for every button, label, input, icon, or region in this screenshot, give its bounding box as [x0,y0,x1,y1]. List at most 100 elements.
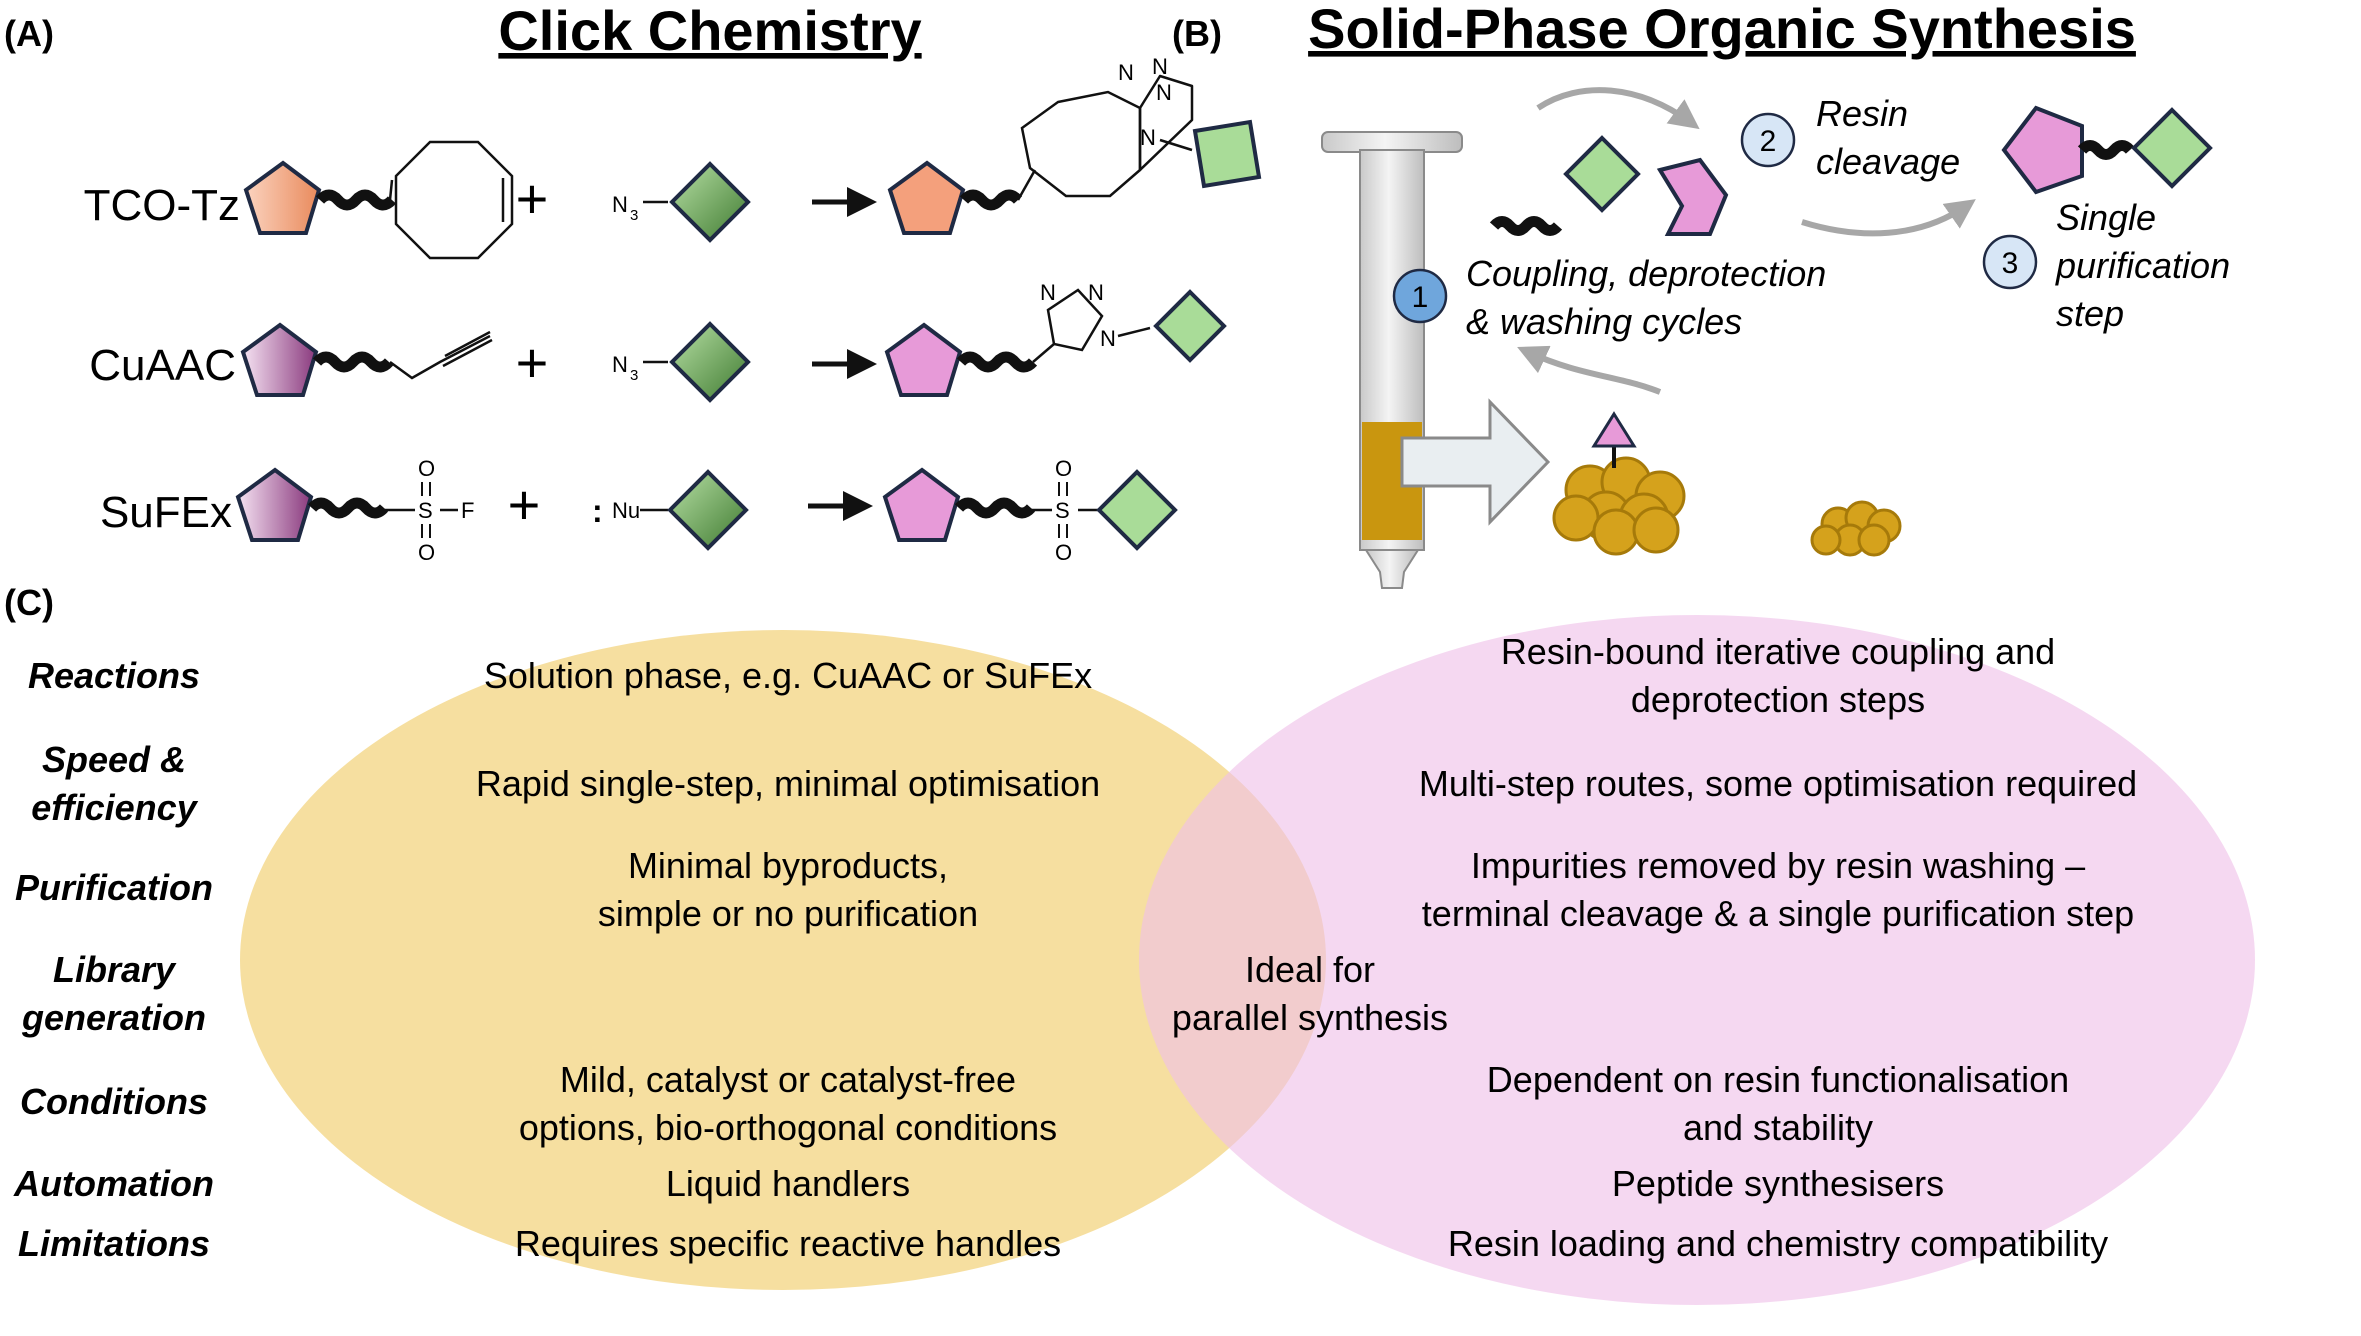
spos-schematic: 1 Coupling, deprotection & washing cycle… [1321,87,2230,589]
cycle-arrow-top [1536,87,1700,130]
triazole-n-atom: N [1088,280,1104,305]
bond-line [1117,326,1151,338]
right-limitations: Resin loading and chemistry compatibilit… [1448,1223,2108,1264]
linker-squiggle-icon [312,351,394,373]
step-badge-3 [1982,234,2038,290]
linker-squiggle-icon [954,497,1036,519]
linker-squiggle-icon [307,497,389,519]
right-reactions: Resin-bound iterative coupling and [1501,631,2055,672]
linker-squiggle-icon [2077,140,2135,160]
row-label-library: Library [53,949,177,990]
sulfonyl-o-atom: O [1055,540,1072,565]
triazole-n-atom: N [1140,125,1156,150]
comparison-table: Reactions Speed & efficiency Purificatio… [13,631,2137,1264]
row-label-reactions: Reactions [28,655,200,696]
triazole-n-atom: N [1118,60,1134,85]
alkyne-chain-icon [389,334,491,380]
venn-right-ellipse [1139,615,2255,1305]
row-label-speed: Speed & [42,739,186,780]
fluoride-f-atom: F [461,498,474,523]
left-conditions: options, bio-orthogonal conditions [519,1107,1057,1148]
step-badge-2 [1740,112,1796,168]
venn-diagram [240,615,2255,1305]
triangle-pink-icon [1591,411,1637,448]
sulfonyl-s-atom: S [418,498,433,523]
pentagon-purple-icon [235,467,314,542]
right-conditions: and stability [1683,1107,1873,1148]
step-3-line-3: step [2056,293,2124,334]
diamond-green-icon [2131,107,2213,189]
step-badge-1 [1392,268,1448,324]
sulfonyl-o-atom: O [418,540,435,565]
left-limitations: Requires specific reactive handles [515,1223,1061,1264]
right-automation: Peptide synthesisers [1612,1163,1944,1204]
cycle-arrow-bottom [1517,345,1662,395]
step-number-1: 1 [1412,281,1429,314]
triazole-ring-icon [1046,288,1104,352]
click-chemistry-title: Click Chemistry [498,0,921,62]
triazole-n-atom: N [1100,326,1116,351]
step-number-2: 2 [1760,125,1777,158]
left-conditions: Mild, catalyst or catalyst-free [560,1059,1016,1100]
column-tip [1364,549,1420,589]
pentagon-notched-pink-icon [1656,157,1729,236]
diamond-green-icon [669,161,751,243]
right-purification: Impurities removed by resin washing – [1471,845,2085,886]
step-3-line-1: Single [2056,197,2156,238]
step-2-line-2: cleavage [1816,141,1960,182]
left-purification: simple or no purification [598,893,978,934]
linker-squiggle-icon [315,189,397,211]
azide-label: N [612,192,628,217]
right-purification: terminal cleavage & a single purificatio… [1422,893,2134,934]
resin-bead-cluster-small [1810,500,1902,557]
pentagon-purple-icon [240,322,319,397]
pentagon-pink-icon [884,322,963,397]
bond-line [1016,169,1037,201]
reaction-name-sufex: SuFEx [100,488,232,537]
resin-bead-cluster [1552,456,1686,556]
panel-label-b: (B) [1172,13,1222,54]
linker-squiggle-icon [956,351,1038,373]
row-label-purification: Purification [15,867,213,908]
plus-sign: + [516,167,549,230]
triazole-n-atom: N [1156,80,1172,105]
triazole-n-atom: N [1040,280,1056,305]
reaction-name-cuaac: CuAAC [89,341,236,390]
right-reactions: deprotection steps [1631,679,1925,720]
diamond-green-icon [1153,289,1227,363]
sulfonyl-s-atom: S [1055,498,1070,523]
step-number-3: 3 [2002,247,2019,280]
sulfonyl-o-atom: O [1055,456,1072,481]
reaction-row-tco-tz: TCO-Tz + N 3 N N N N [84,54,1262,260]
triazole-ring-icon [1138,74,1194,172]
right-conditions: Dependent on resin functionalisation [1487,1059,2069,1100]
step-1-line-1: Coupling, deprotection [1466,253,1826,294]
bond-line [388,179,394,201]
square-green-icon [1192,119,1262,189]
bond-line [1159,138,1193,152]
venn-left-ellipse [240,630,1326,1290]
step-3-line-2: purification [2055,245,2230,286]
panel-label-c: (C) [4,582,54,623]
diamond-green-icon [669,321,751,403]
diamond-green-icon [667,469,749,551]
left-speed: Rapid single-step, minimal optimisation [476,763,1100,804]
diamond-green-icon [1563,135,1641,213]
reaction-row-cuaac: CuAAC + N 3 N N N [89,280,1227,403]
left-automation: Liquid handlers [666,1163,910,1204]
left-reactions: Solution phase, e.g. CuAAC or SuFEx [484,655,1092,696]
spos-title: Solid-Phase Organic Synthesis [1308,0,2136,60]
center-library: parallel synthesis [1172,997,1448,1038]
pentagon-orange-icon [887,160,966,235]
left-purification: Minimal byproducts, [628,845,948,886]
bond-line [1032,343,1055,363]
pentagon-pink-icon [2001,105,2084,195]
azide-subscript: 3 [630,207,638,224]
pentagon-orange-icon [243,160,322,235]
triazole-n-atom: N [1152,54,1168,79]
row-label-library: generation [21,997,206,1038]
cleavage-arrow [1801,199,1976,237]
diamond-green-icon [1096,469,1178,551]
nucleophile-lone-pair: : [592,493,603,529]
nucleophile-label: Nu [612,498,640,523]
